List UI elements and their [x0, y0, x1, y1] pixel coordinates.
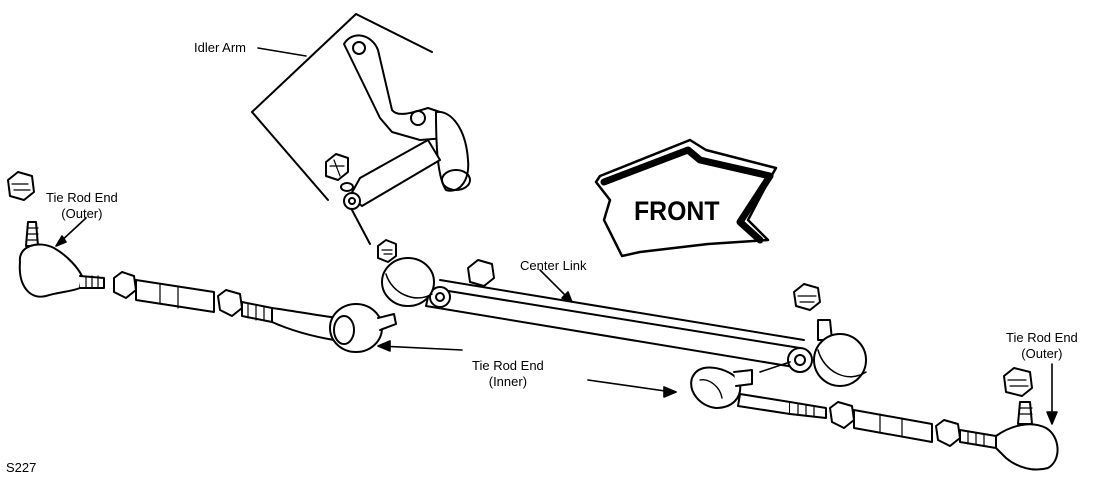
tie-rod-end-outer-left-label: Tie Rod End (Outer)	[46, 190, 118, 222]
tie-rod-end-outer-left-line2: (Outer)	[61, 206, 103, 221]
center-link-label: Center Link	[520, 258, 586, 274]
figure-code: S227	[6, 460, 37, 475]
tie-rod-end-outer-left-line1: Tie Rod End	[46, 190, 118, 205]
center-link-label-text: Center Link	[520, 258, 587, 273]
idler-arm-label-text: Idler Arm	[194, 40, 247, 55]
tie-rod-end-outer-right-line2: (Outer)	[1021, 346, 1063, 361]
tie-rod-end-inner-line2: (Inner)	[488, 374, 528, 389]
leader-lines	[55, 47, 1058, 425]
right-tie-rod-assembly	[690, 283, 1059, 471]
center-link-joint	[377, 239, 435, 307]
center-link	[425, 259, 813, 373]
tie-rod-end-outer-right-line1: Tie Rod End	[1006, 330, 1078, 345]
tie-rod-end-inner-line1: Tie Rod End	[472, 358, 544, 373]
idler-arm-label: Idler Arm	[194, 40, 246, 56]
tie-rod-end-inner-label: Tie Rod End (Inner)	[472, 358, 544, 390]
front-arrow-label: FRONT	[634, 196, 720, 226]
idler-arm-bracket-outline	[251, 13, 433, 113]
idler-arm-group	[251, 13, 471, 245]
tie-rod-end-outer-right-label: Tie Rod End (Outer)	[1006, 330, 1078, 362]
left-tie-rod-assembly	[7, 171, 397, 353]
front-arrow	[594, 138, 778, 258]
